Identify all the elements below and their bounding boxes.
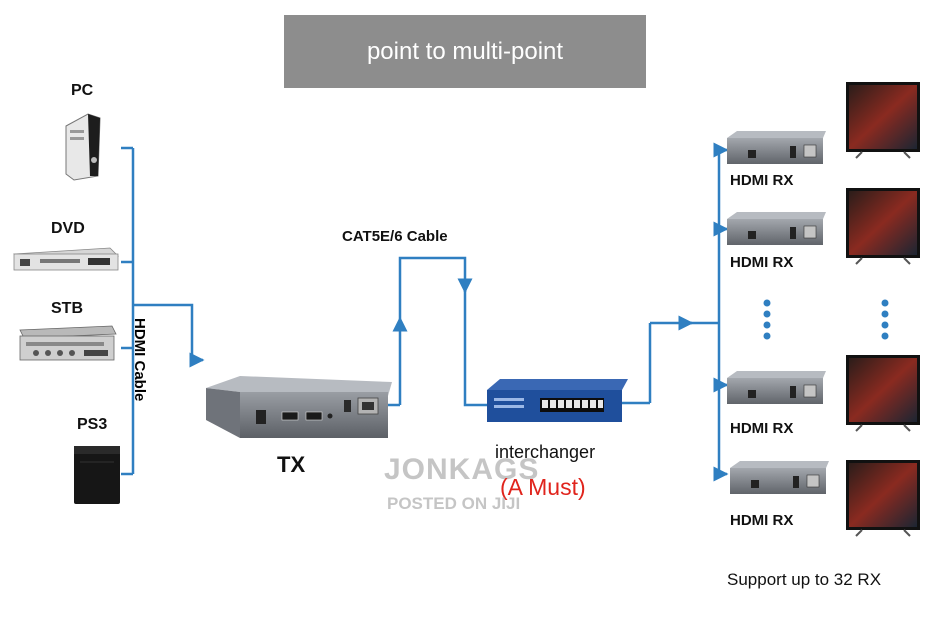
hdmi-cable-label: HDMI Cable <box>131 318 148 402</box>
rx-device-icon <box>727 212 826 245</box>
tv-display-icon <box>846 460 920 537</box>
rx-device-icon <box>730 461 829 494</box>
rx-label: HDMI RX <box>730 254 794 271</box>
switch-device-icon <box>487 379 628 422</box>
source-label-stb: STB <box>51 300 83 317</box>
tv-display-icon <box>846 188 920 265</box>
source-label-pc: PC <box>71 82 94 99</box>
source-label-dvd: DVD <box>51 220 85 237</box>
rx-label: HDMI RX <box>730 512 794 529</box>
ps3-device-icon <box>74 446 120 504</box>
pc-device-icon <box>65 113 101 181</box>
rx-device-icon <box>727 131 826 164</box>
title-text: point to multi-point <box>366 38 564 65</box>
switch-label: interchanger <box>495 442 596 462</box>
dvd-device-icon <box>13 247 119 271</box>
stb-device-icon <box>19 325 117 361</box>
source-label-ps3: PS3 <box>77 416 108 433</box>
rx-label: HDMI RX <box>730 420 794 437</box>
rx-label: HDMI RX <box>730 172 794 189</box>
cat-cable-label: CAT5E/6 Cable <box>342 228 448 245</box>
watermark-sub: POSTED ON JIJI <box>387 494 521 513</box>
title-banner: point to multi-point <box>284 15 646 88</box>
tx-device-icon <box>206 376 392 438</box>
tx-label: TX <box>277 452 306 477</box>
switch-note: (A Must) <box>500 474 586 500</box>
footer-note: Support up to 32 RX <box>727 570 882 589</box>
watermark-brand: JONKAGS <box>384 453 540 486</box>
tv-display-icon <box>846 355 920 432</box>
more-receivers-dots-icon <box>763 299 889 340</box>
rx-device-icon <box>727 371 826 404</box>
tv-display-icon <box>846 82 920 159</box>
cat-cable-lines <box>386 256 487 407</box>
rx-bus-lines <box>622 142 729 482</box>
source-bus-lines <box>121 146 205 476</box>
